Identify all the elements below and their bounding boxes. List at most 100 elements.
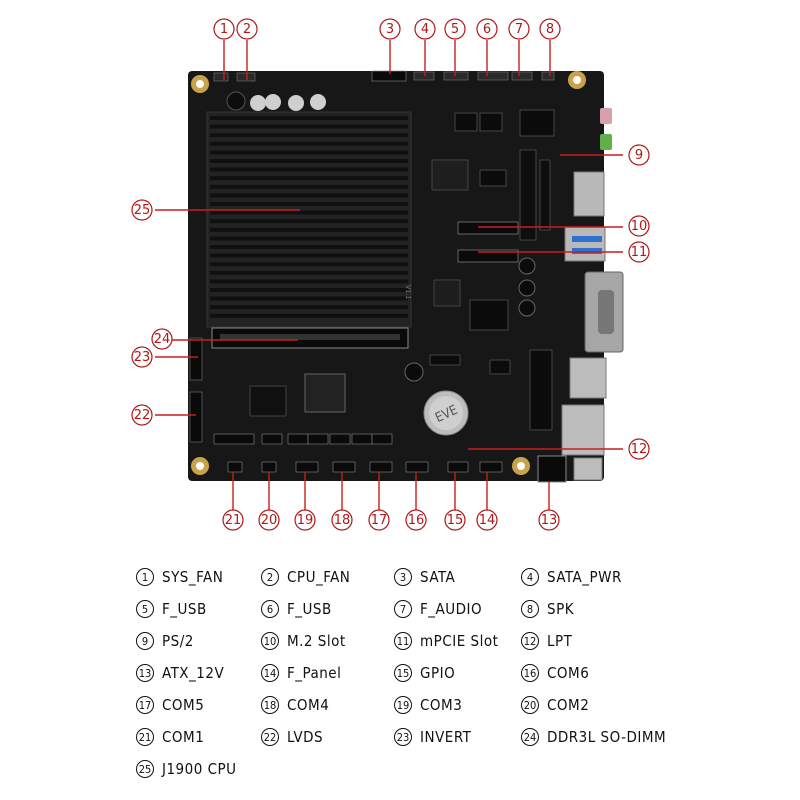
callout-circle bbox=[538, 509, 560, 531]
callout-circle bbox=[444, 509, 466, 531]
callout-circle bbox=[628, 241, 650, 263]
heatsink-fin bbox=[210, 253, 408, 258]
callout-circle bbox=[379, 18, 401, 40]
callout-circle bbox=[213, 18, 235, 40]
legend-number-badge: 24 bbox=[521, 728, 539, 746]
legend-number-badge: 25 bbox=[136, 760, 154, 778]
legend-number-badge: 6 bbox=[261, 600, 279, 618]
callout-number: 5 bbox=[451, 22, 459, 37]
legend-number-badge: 15 bbox=[394, 664, 412, 682]
legend-item-3: 3 SATA bbox=[394, 568, 455, 586]
legend-label: ATX_12V bbox=[162, 664, 225, 682]
callout-circle bbox=[414, 18, 436, 40]
legend-item-13: 13 ATX_12V bbox=[136, 664, 224, 682]
callout-number: 19 bbox=[297, 513, 314, 528]
legend-label: LPT bbox=[547, 632, 573, 650]
legend-number-badge: 3 bbox=[394, 568, 412, 586]
callout-number: 10 bbox=[631, 219, 648, 234]
callout-21: 21 bbox=[222, 509, 244, 531]
left-headers bbox=[189, 337, 203, 443]
heatsink-fin bbox=[210, 176, 408, 181]
legend-item-15: 15 GPIO bbox=[394, 664, 455, 682]
pin-header bbox=[261, 461, 277, 473]
legend-label: F_Panel bbox=[287, 664, 342, 682]
heatsink-fin bbox=[210, 296, 408, 301]
callout-number: 4 bbox=[421, 22, 429, 37]
callout-circle bbox=[222, 509, 244, 531]
heatsink-fin bbox=[210, 202, 408, 206]
legend-label: COM4 bbox=[287, 696, 330, 714]
legend-number-badge: 23 bbox=[394, 728, 412, 746]
callout-10: 10 bbox=[628, 215, 650, 237]
legend-label: F_USB bbox=[287, 600, 332, 618]
callout-18: 18 bbox=[331, 509, 353, 531]
board-chips bbox=[249, 109, 555, 431]
legend-label: PS/2 bbox=[162, 632, 194, 650]
heatsink-fin bbox=[210, 210, 408, 215]
legend-number-badge: 9 bbox=[136, 632, 154, 650]
heatsink-fin bbox=[210, 262, 408, 267]
callout-2: 2 bbox=[236, 18, 258, 40]
callout-8: 8 bbox=[539, 18, 561, 40]
legend-label: COM1 bbox=[162, 728, 205, 746]
callout-circle bbox=[476, 509, 498, 531]
callout-circle bbox=[628, 215, 650, 237]
legend-label: COM3 bbox=[420, 696, 463, 714]
legend-label: SATA bbox=[420, 568, 456, 586]
legend-number-badge: 8 bbox=[521, 600, 539, 618]
callout-number: 12 bbox=[631, 442, 648, 457]
callout-14: 14 bbox=[476, 509, 498, 531]
callout-number: 7 bbox=[515, 22, 523, 37]
legend-number-badge: 20 bbox=[521, 696, 539, 714]
heatsink-fin bbox=[210, 193, 408, 198]
pin-header bbox=[405, 461, 429, 473]
legend-number-badge: 16 bbox=[521, 664, 539, 682]
callout-number: 23 bbox=[134, 350, 151, 365]
heatsink-fin bbox=[210, 167, 408, 172]
top-headers bbox=[213, 70, 555, 82]
motherboard-diagram: V1.1 bbox=[131, 18, 650, 531]
heatsink-fin bbox=[210, 133, 408, 138]
callout-number: 21 bbox=[225, 513, 242, 528]
callout-22: 22 bbox=[131, 404, 153, 426]
legend-label: SYS_FAN bbox=[162, 568, 224, 586]
callout-circle bbox=[131, 346, 153, 368]
pin-header bbox=[295, 461, 319, 473]
callout-12: 12 bbox=[628, 438, 650, 460]
callout-number: 9 bbox=[635, 148, 643, 163]
legend-number-badge: 17 bbox=[136, 696, 154, 714]
callout-11: 11 bbox=[628, 241, 650, 263]
heatsink-fin bbox=[210, 236, 408, 241]
callout-number: 2 bbox=[243, 22, 251, 37]
callout-number: 14 bbox=[479, 513, 496, 528]
callout-number: 6 bbox=[483, 22, 491, 37]
callout-19: 19 bbox=[294, 509, 316, 531]
callout-circle bbox=[628, 144, 650, 166]
bottom-headers bbox=[213, 433, 503, 473]
callout-24: 24 bbox=[151, 328, 173, 350]
callout-number: 25 bbox=[134, 203, 151, 218]
callout-13: 13 bbox=[538, 509, 560, 531]
pin-header bbox=[369, 461, 393, 473]
legend-number-badge: 21 bbox=[136, 728, 154, 746]
callout-number: 20 bbox=[261, 513, 278, 528]
callout-number: 24 bbox=[154, 332, 171, 347]
legend-number-badge: 13 bbox=[136, 664, 154, 682]
heatsink-fin bbox=[210, 184, 408, 189]
legend-number-badge: 22 bbox=[261, 728, 279, 746]
legend-label: COM5 bbox=[162, 696, 205, 714]
legend-label: F_AUDIO bbox=[420, 600, 483, 618]
legend-label: GPIO bbox=[420, 664, 456, 682]
heatsink-fin bbox=[210, 150, 408, 155]
expansion-slots bbox=[457, 221, 519, 263]
